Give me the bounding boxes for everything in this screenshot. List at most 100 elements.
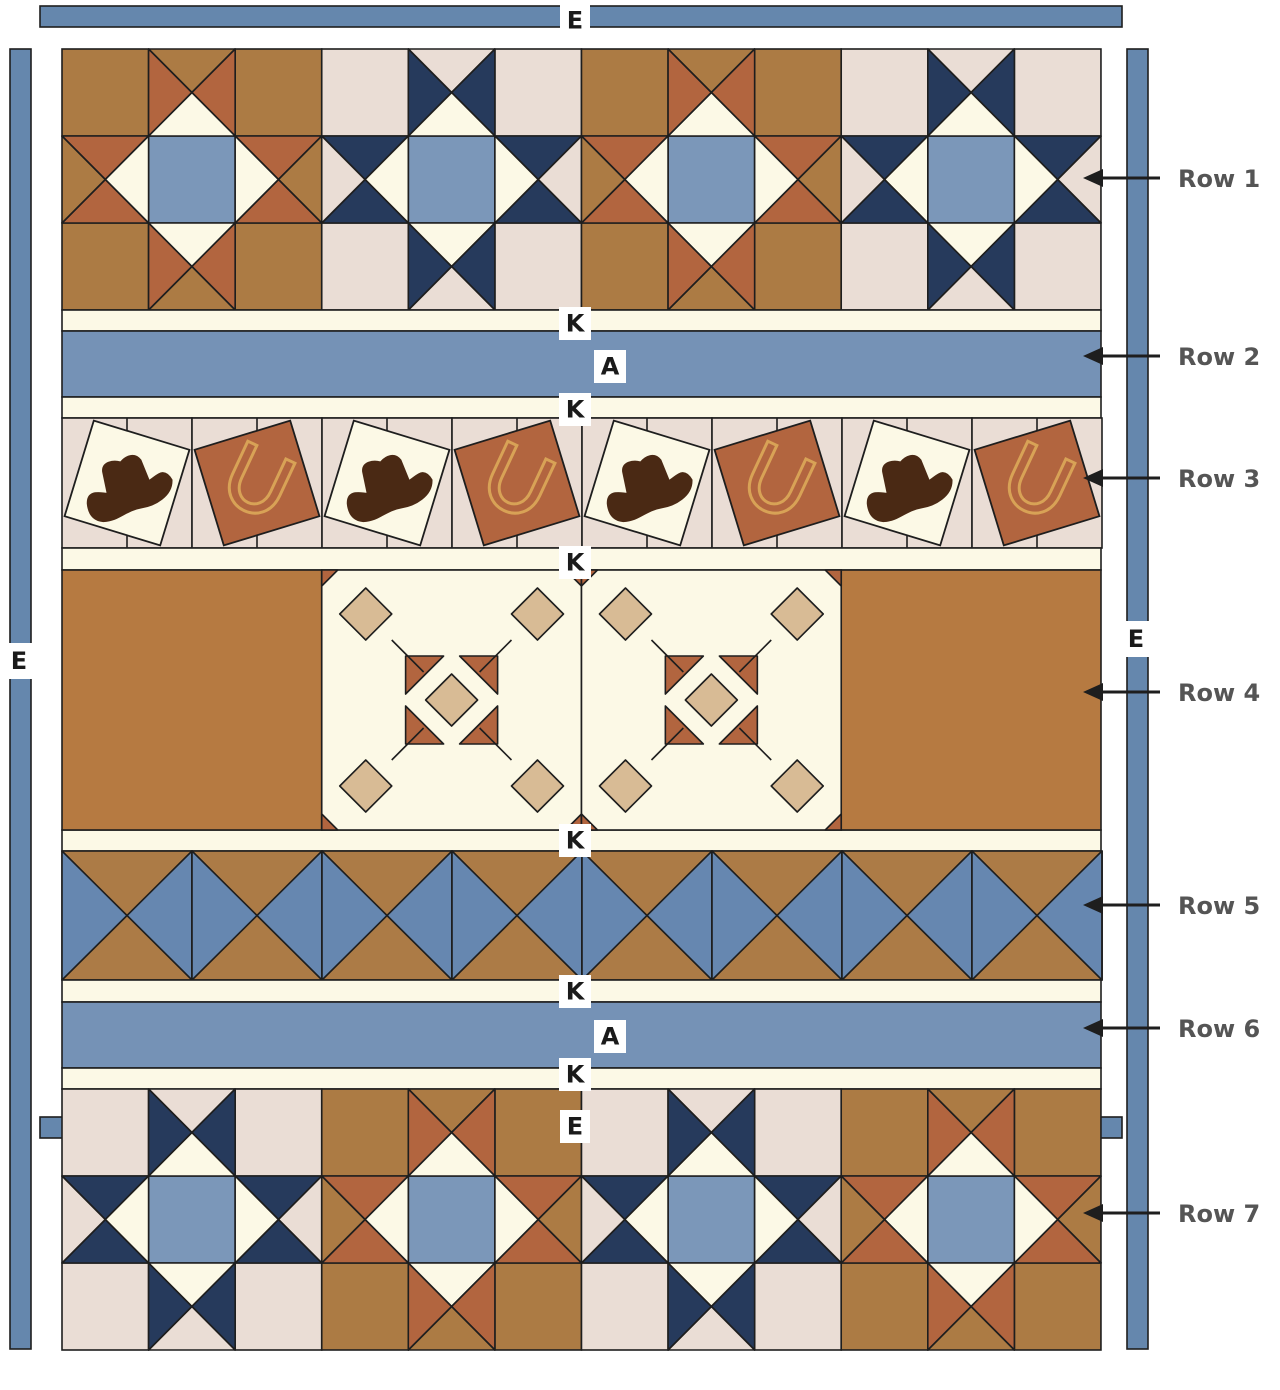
corner-square: [581, 1089, 668, 1176]
diamond-block: [582, 851, 712, 980]
corner-square: [235, 1263, 322, 1350]
corner-square: [235, 223, 322, 310]
label-k-2-text: K: [566, 396, 586, 424]
label-e-top-text: E: [567, 7, 583, 35]
label-k-5: K: [559, 975, 591, 1008]
star-block-navy: [62, 1089, 322, 1350]
corner-square: [841, 223, 928, 310]
label-k-6: K: [559, 1058, 591, 1091]
label-k-1-text: K: [566, 310, 586, 338]
hat-block: [62, 418, 192, 548]
row-label-1: Row 1: [1083, 165, 1260, 193]
corner-square: [1014, 1089, 1101, 1176]
band-strip-a: [62, 331, 1101, 397]
horseshoe-block: [192, 418, 322, 548]
row-label-text: Row 1: [1178, 165, 1260, 193]
label-e-right: E: [1120, 621, 1152, 657]
label-k-6-text: K: [566, 1061, 586, 1089]
diamond-block: [192, 851, 322, 980]
corner-square: [62, 1089, 149, 1176]
star-block-brown: [581, 49, 841, 310]
star-block-brown: [322, 1089, 582, 1350]
corner-square: [62, 49, 149, 136]
center-square: [408, 1176, 495, 1263]
corner-square: [322, 223, 409, 310]
hat-block: [582, 418, 712, 548]
star-block-brown: [841, 1089, 1101, 1350]
label-e-top: E: [560, 4, 590, 37]
diamond-block: [972, 851, 1102, 980]
hat-block: [842, 418, 972, 548]
star-panel-block: [581, 570, 841, 830]
center-square: [928, 1176, 1015, 1263]
label-e-left: E: [3, 643, 35, 679]
label-k-3-text: K: [566, 549, 586, 577]
row-label-text: Row 3: [1178, 465, 1260, 493]
diamond-block: [842, 851, 972, 980]
row-3-hat-horseshoe-blocks: [62, 418, 1102, 548]
row-4-center-panel: [62, 548, 1101, 851]
label-e-left-text: E: [11, 647, 27, 675]
label-k-1: K: [559, 307, 591, 340]
center-square: [149, 136, 236, 223]
corner-square: [495, 49, 582, 136]
side-panel-left: [62, 570, 322, 830]
label-e-bottom: E: [560, 1110, 590, 1143]
corner-square: [581, 1263, 668, 1350]
center-square: [668, 136, 755, 223]
center-square: [928, 136, 1015, 223]
diamond-block: [322, 851, 452, 980]
center-square: [408, 136, 495, 223]
label-k-3: K: [559, 546, 591, 579]
corner-square: [322, 49, 409, 136]
row-label-text: Row 5: [1178, 892, 1260, 920]
label-a-2-text: A: [601, 1023, 620, 1051]
diamond-block: [712, 851, 842, 980]
corner-square: [841, 1089, 928, 1176]
corner-square: [322, 1263, 409, 1350]
label-k-4: K: [559, 824, 591, 857]
star-block-navy: [581, 1089, 841, 1350]
corner-square: [841, 49, 928, 136]
corner-square: [755, 49, 842, 136]
corner-square: [1014, 49, 1101, 136]
corner-square: [755, 223, 842, 310]
corner-square: [62, 1263, 149, 1350]
center-square: [668, 1176, 755, 1263]
row-label-7: Row 7: [1083, 1200, 1260, 1228]
label-k-4-text: K: [566, 827, 586, 855]
row-label-text: Row 6: [1178, 1015, 1260, 1043]
corner-square: [495, 1263, 582, 1350]
corner-square: [581, 49, 668, 136]
row-label-text: Row 4: [1178, 679, 1260, 707]
row-label-2: Row 2: [1083, 343, 1260, 371]
row-label-3: Row 3: [1083, 465, 1260, 493]
border-right: [1127, 49, 1148, 1349]
corner-square: [235, 1089, 322, 1176]
label-a-2: A: [594, 1020, 626, 1053]
row-label-4: Row 4: [1083, 679, 1260, 707]
row-label-5: Row 5: [1083, 892, 1260, 920]
label-k-5-text: K: [566, 978, 586, 1006]
row-label-text: Row 7: [1178, 1200, 1260, 1228]
star-block-brown: [62, 49, 322, 310]
label-k-2: K: [559, 393, 591, 426]
star-panel-block: [322, 570, 582, 830]
center-square: [149, 1176, 236, 1263]
hat-block: [322, 418, 452, 548]
corner-square: [755, 1263, 842, 1350]
corner-square: [62, 223, 149, 310]
row-labels: Row 1 Row 2 Row 3 Row 4 Row 5 Row 6 Row 7: [1083, 165, 1260, 1228]
corner-square: [1014, 223, 1101, 310]
row-1-star-blocks: [62, 49, 1101, 310]
corner-square: [235, 49, 322, 136]
horseshoe-block: [712, 418, 842, 548]
label-a-1: A: [594, 350, 626, 383]
corner-square: [841, 1263, 928, 1350]
horseshoe-block: [452, 418, 582, 548]
star-block-navy: [841, 49, 1101, 310]
label-a-1-text: A: [601, 353, 620, 381]
corner-square: [495, 223, 582, 310]
label-e-right-text: E: [1128, 625, 1144, 653]
